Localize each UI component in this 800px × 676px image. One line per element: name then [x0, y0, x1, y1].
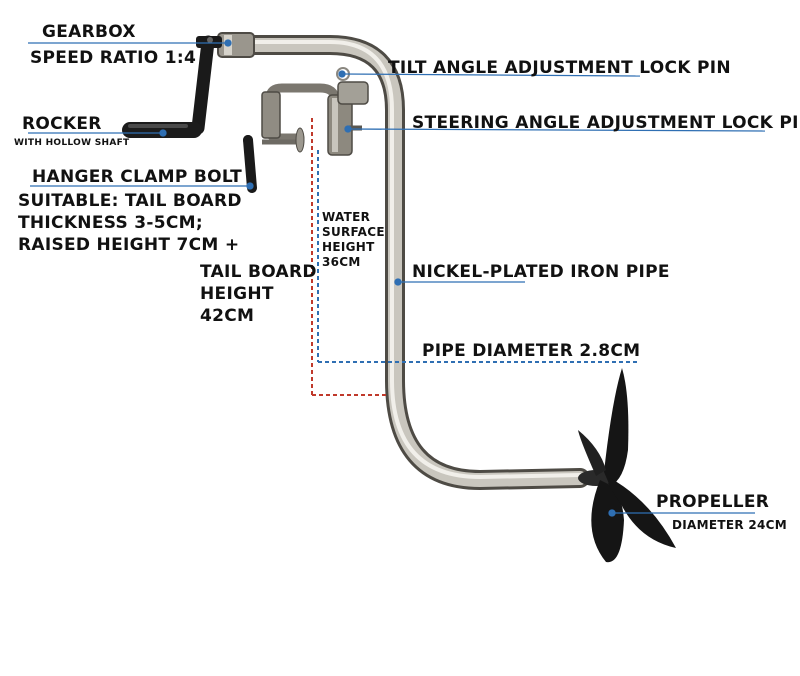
tail-board-line-1: TAIL BOARD — [200, 262, 317, 282]
tail-board-line-3: 42CM — [200, 306, 255, 326]
gearbox-icon — [217, 32, 255, 58]
gearbox-label: GEARBOX — [42, 22, 136, 42]
pipe-diameter-label: PIPE DIAMETER 2.8CM — [422, 341, 641, 361]
rocker-sub-label: WITH HOLLOW SHAFT — [14, 138, 130, 148]
pipe-label: NICKEL-PLATED IRON PIPE — [412, 262, 670, 282]
suitable-line-2: THICKNESS 3-5CM; — [18, 213, 203, 233]
water-line-4: 36CM — [322, 255, 361, 269]
speed-ratio-label: SPEED RATIO 1:4 — [30, 48, 197, 68]
steering-pin-label: STEERING ANGLE ADJUSTMENT LOCK PIN — [412, 113, 800, 133]
propeller-icon — [578, 368, 676, 563]
propeller-sub-label: DIAMETER 24CM — [672, 518, 787, 532]
suitable-line-1: SUITABLE: TAIL BOARD — [18, 191, 242, 211]
water-surface-height-line — [317, 150, 640, 363]
tail-board-height-line — [311, 118, 388, 396]
callout-lines — [28, 39, 766, 517]
propeller-label: PROPELLER — [656, 492, 770, 512]
tail-board-line-2: HEIGHT — [200, 284, 274, 304]
clamp-bolt-label: HANGER CLAMP BOLT — [32, 167, 243, 187]
rocker-label: ROCKER — [22, 114, 102, 134]
clamp-icon — [243, 67, 369, 193]
nickel-plated-pipe — [235, 35, 590, 491]
water-line-1: WATER — [322, 210, 371, 224]
water-line-2: SURFACE — [322, 225, 385, 239]
water-line-3: HEIGHT — [322, 240, 375, 254]
suitable-line-3: RAISED HEIGHT 7CM + — [18, 235, 240, 255]
tilt-pin-label: TILT ANGLE ADJUSTMENT LOCK PIN — [388, 58, 731, 78]
